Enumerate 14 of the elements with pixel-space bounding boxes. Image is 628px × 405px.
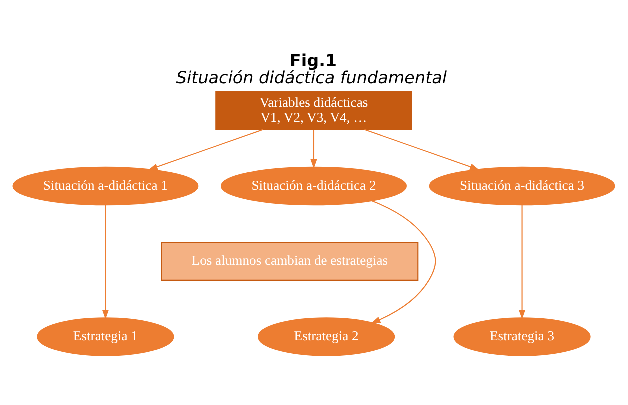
- node-ellipse: Situación a-didáctica 1: [12, 166, 199, 206]
- arrow: [310, 130, 318, 168]
- node-ellipse: Estrategia 1: [37, 317, 174, 356]
- arrow: [148, 128, 264, 170]
- node-ellipse: Estrategia 3: [454, 317, 591, 356]
- node-ellipse: Situación a-didáctica 3: [429, 166, 616, 206]
- node-box: Los alumnos cambian de estrategias: [161, 242, 419, 280]
- arrow: [518, 204, 526, 320]
- node-box: Variables didácticas V1, V2, V3, V4, …: [216, 91, 412, 130]
- diagram-title: Fig.1: [290, 50, 338, 70]
- arrow: [364, 128, 480, 170]
- arrow: [102, 204, 109, 320]
- arrow: [371, 200, 436, 324]
- node-ellipse: Situación a-didáctica 2: [220, 166, 408, 206]
